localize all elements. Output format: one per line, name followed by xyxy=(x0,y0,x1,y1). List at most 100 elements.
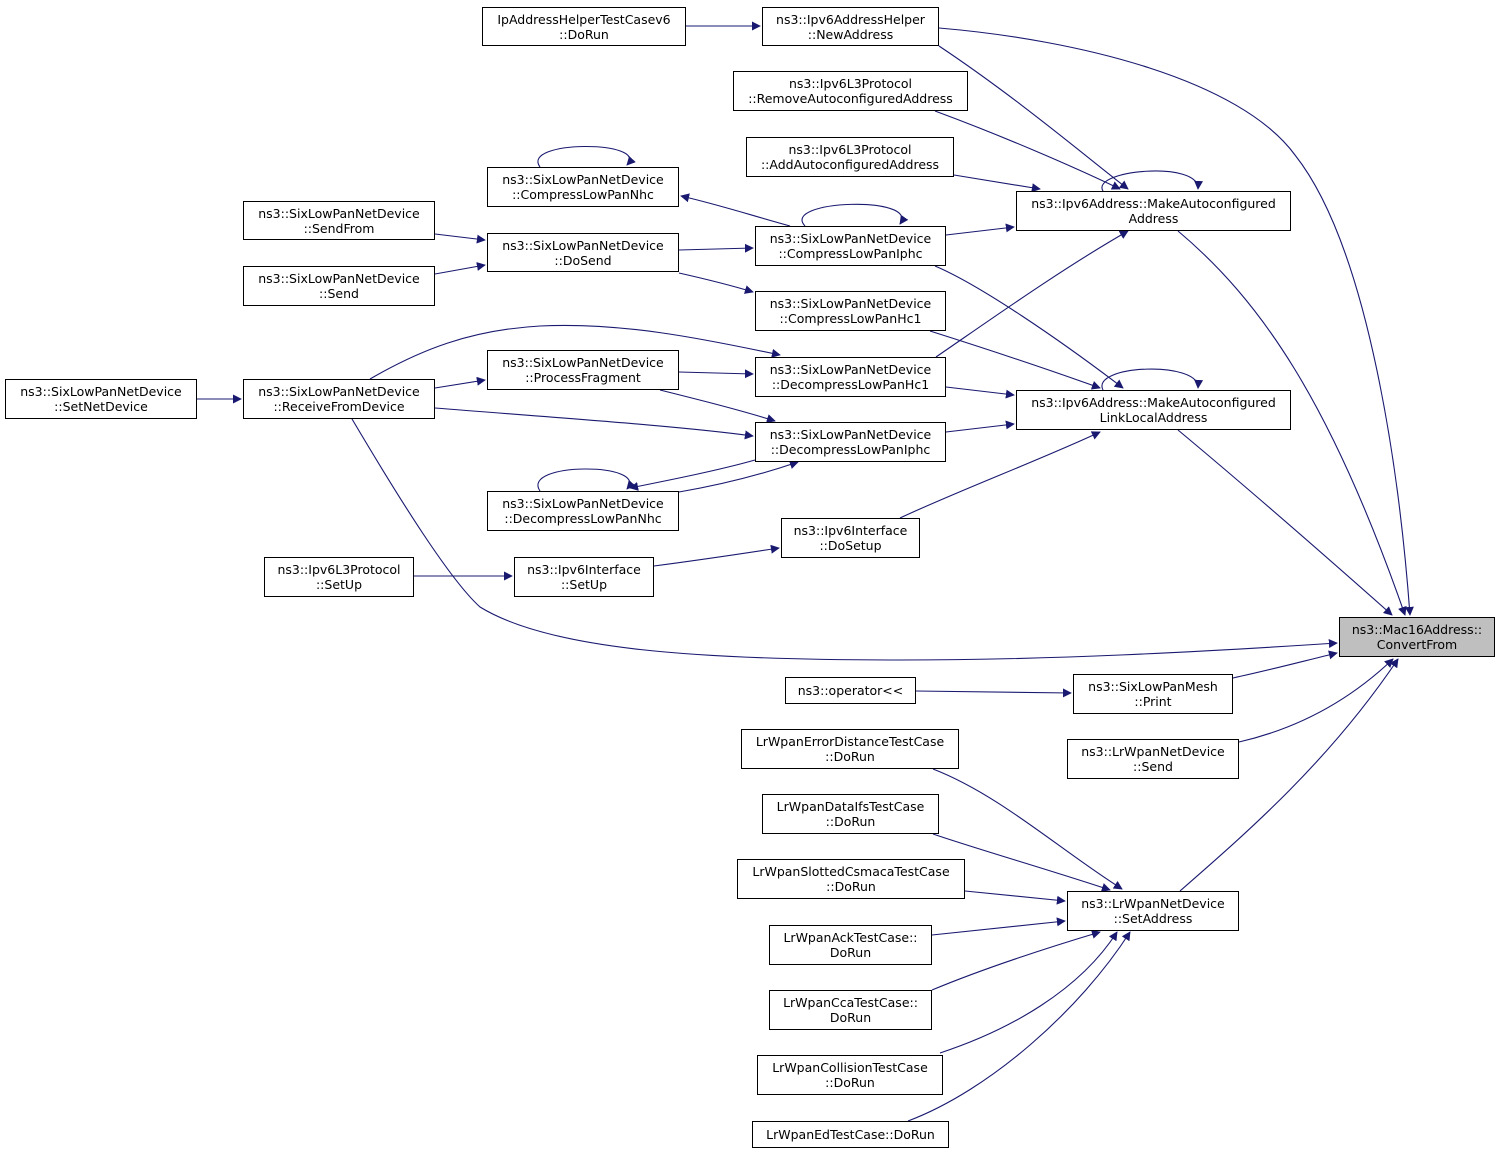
node-sixlowpan-decompresslowpannhc[interactable]: ns3::SixLowPanNetDevice::DecompressLowPa… xyxy=(487,491,679,531)
node-label-line: ::ProcessFragment xyxy=(525,370,641,385)
node-sixlowpan-compresslowpannhc[interactable]: ns3::SixLowPanNetDevice::CompressLowPanN… xyxy=(487,167,679,207)
node-lrwpanslottedcsmacatestcase-dorun[interactable]: LrWpanSlottedCsmacaTestCase::DoRun xyxy=(737,859,965,899)
node-label-line: ::DecompressLowPanNhc xyxy=(504,511,662,526)
edge-lrsend-to-conv xyxy=(1238,658,1394,743)
node-label-line: ::DecompressLowPanIphc xyxy=(770,442,931,457)
node-mac16address-convertfrom: ns3::Mac16Address::ConvertFrom xyxy=(1339,617,1495,657)
edge-procf-to-diphc xyxy=(659,389,776,423)
edge-recv-to-procf xyxy=(434,376,486,389)
node-label-line: ns3::SixLowPanNetDevice xyxy=(769,427,932,442)
node-label-line: ns3::SixLowPanNetDevice xyxy=(502,496,664,511)
node-label-line: ::CompressLowPanHc1 xyxy=(779,311,922,326)
node-label-line: ::CompressLowPanIphc xyxy=(778,246,923,261)
node-ipv6l3protocol-addautoconfiguredaddress[interactable]: ns3::Ipv6L3Protocol::AddAutoconfiguredAd… xyxy=(746,137,954,177)
node-label-line: LinkLocalAddress xyxy=(1099,410,1208,425)
edge-newaddr-to-mkauto xyxy=(938,45,1129,190)
edge-sendfrom-to-dosend xyxy=(434,233,486,244)
node-label-line: ns3::SixLowPanNetDevice xyxy=(20,384,182,399)
node-lrwpannetdevice-setaddress[interactable]: ns3::LrWpanNetDevice::SetAddress xyxy=(1067,891,1239,931)
edge-cliphc-to-cnhc xyxy=(680,193,791,227)
node-label-line: ::SetAddress xyxy=(1113,911,1193,926)
node-lrwpanccatestcase-dorun[interactable]: LrWpanCcaTestCase::DoRun xyxy=(769,990,932,1030)
node-label-line: ns3::Ipv6L3Protocol xyxy=(788,142,912,157)
node-sixlowpan-send[interactable]: ns3::SixLowPanNetDevice::Send xyxy=(243,266,435,306)
node-lrwpannetdevice-send[interactable]: ns3::LrWpanNetDevice::Send xyxy=(1067,739,1239,779)
node-lrwpandataifstestcase-dorun[interactable]: LrWpanDataIfsTestCase::DoRun xyxy=(762,794,939,834)
node-ipv6addresshelper-newaddress[interactable]: ns3::Ipv6AddressHelper::NewAddress xyxy=(762,7,939,46)
node-label-line: LrWpanEdTestCase::DoRun xyxy=(766,1127,935,1142)
edges xyxy=(197,21,1414,1122)
node-sixlowpan-decompresslowpanhc1[interactable]: ns3::SixLowPanNetDevice::DecompressLowPa… xyxy=(755,357,946,397)
node-lrwpanerrordistancetestcase-dorun[interactable]: LrWpanErrorDistanceTestCase::DoRun xyxy=(741,729,959,769)
node-sixlowpan-decompresslowpaniphc[interactable]: ns3::SixLowPanNetDevice::DecompressLowPa… xyxy=(755,422,946,462)
edge-recv-to-conv xyxy=(351,418,1338,661)
edge-chc1-to-mkll xyxy=(929,330,1101,390)
edge-remauto-to-mkauto xyxy=(934,110,1121,190)
edge-errd-to-setaddr xyxy=(932,768,1123,890)
node-label-line: ::ReceiveFromDevice xyxy=(273,399,405,414)
node-label-line: ::SetUp xyxy=(315,577,363,592)
edge-dnhc-to-dnhc xyxy=(537,468,636,492)
node-label-line: ns3::SixLowPanNetDevice xyxy=(258,271,420,286)
node-label-line: LrWpanSlottedCsmacaTestCase xyxy=(752,864,950,879)
node-label-line: ::DoRun xyxy=(825,749,875,764)
node-label-line: ns3::operator<< xyxy=(797,683,904,698)
edge-dnhc-to-diphc xyxy=(678,460,799,493)
edge-diphc-to-dnhc xyxy=(629,459,756,491)
node-label-line: ::Print xyxy=(1134,694,1172,709)
node-label-line: DoRun xyxy=(829,945,872,960)
node-ipv6interface-dosetup[interactable]: ns3::Ipv6Interface::DoSetup xyxy=(781,518,920,558)
edge-mkauto-to-mkauto xyxy=(1101,170,1204,192)
node-sixlowpan-receivefromdevice[interactable]: ns3::SixLowPanNetDevice::ReceiveFromDevi… xyxy=(243,379,435,419)
edge-dosend-to-chc1 xyxy=(678,272,754,294)
node-label-line: ns3::Ipv6Interface xyxy=(793,523,908,538)
edge-dhc1-to-mkll xyxy=(945,386,1015,399)
node-operator-stream[interactable]: ns3::operator<< xyxy=(785,677,916,704)
edge-send6-to-dosend xyxy=(434,262,486,275)
node-label-line: ::DecompressLowPanHc1 xyxy=(771,377,930,392)
node-sixlowpan-setnetdevice[interactable]: ns3::SixLowPanNetDevice::SetNetDevice xyxy=(5,379,197,419)
node-sixlowpan-compresslowpaniphc[interactable]: ns3::SixLowPanNetDevice::CompressLowPanI… xyxy=(755,226,946,266)
node-ipv6l3protocol-setup[interactable]: ns3::Ipv6L3Protocol::SetUp xyxy=(264,557,414,597)
node-label-line: Address xyxy=(1128,211,1179,226)
node-sixlowpan-compresslowpanhc1[interactable]: ns3::SixLowPanNetDevice::CompressLowPanH… xyxy=(755,291,946,331)
edge-mkll-to-conv xyxy=(1177,429,1393,616)
node-label-line: LrWpanAckTestCase:: xyxy=(783,930,918,945)
node-lrwpancollisiontestcase-dorun[interactable]: LrWpanCollisionTestCase::DoRun xyxy=(757,1055,943,1095)
node-label-line: ::SetUp xyxy=(560,577,608,592)
node-ipv6l3protocol-removeautoconfiguredaddress[interactable]: ns3::Ipv6L3Protocol::RemoveAutoconfigure… xyxy=(733,71,968,111)
node-sixlowpan-dosend[interactable]: ns3::SixLowPanNetDevice::DoSend xyxy=(487,233,679,272)
node-ipaddresshelpertestcasev6-dorun[interactable]: IpAddressHelperTestCasev6::DoRun xyxy=(482,7,686,46)
node-label-line: ns3::SixLowPanMesh xyxy=(1088,679,1218,694)
edge-newaddr-to-conv xyxy=(938,27,1414,616)
node-label-line: ns3::SixLowPanNetDevice xyxy=(502,355,664,370)
edge-setaddr-to-conv xyxy=(1179,658,1399,892)
node-label-line: ns3::Ipv6L3Protocol xyxy=(788,76,913,91)
node-label-line: ::RemoveAutoconfiguredAddress xyxy=(748,91,953,106)
node-lrwpanacktestcase-dorun[interactable]: LrWpanAckTestCase::DoRun xyxy=(769,925,932,965)
edge-dhc1-to-mkauto xyxy=(935,230,1129,358)
edge-recv-to-diphc xyxy=(434,407,754,440)
node-label-line: ns3::Ipv6Address::MakeAutoconfigured xyxy=(1031,395,1276,410)
edge-ifdos-to-mkll xyxy=(899,431,1101,519)
node-ipv6interface-setup[interactable]: ns3::Ipv6Interface::SetUp xyxy=(514,557,654,597)
node-sixlowpanmesh-print[interactable]: ns3::SixLowPanMesh::Print xyxy=(1073,674,1233,714)
node-label-line: ::NewAddress xyxy=(807,26,894,42)
node-sixlowpan-processfragment[interactable]: ns3::SixLowPanNetDevice::ProcessFragment xyxy=(487,350,679,390)
edge-cliphc-to-mkll xyxy=(934,265,1124,389)
node-label-line: ns3::SixLowPanNetDevice xyxy=(258,384,420,399)
edge-mkauto-to-conv xyxy=(1177,230,1407,616)
edge-procf-to-dhc1 xyxy=(678,369,754,379)
edge-coll-to-setaddr xyxy=(939,931,1118,1054)
node-label-line: ns3::Ipv6L3Protocol xyxy=(277,562,401,577)
node-label-line: ns3::SixLowPanNetDevice xyxy=(258,205,420,221)
node-label-line: ns3::LrWpanNetDevice xyxy=(1081,744,1225,759)
node-lrwpanedtestcase-dorun[interactable]: LrWpanEdTestCase::DoRun xyxy=(752,1121,949,1148)
node-label-line: ::SendFrom xyxy=(303,220,375,236)
node-label-line: LrWpanDataIfsTestCase xyxy=(776,799,925,814)
node-sixlowpan-sendfrom[interactable]: ns3::SixLowPanNetDevice::SendFrom xyxy=(243,201,435,240)
edge-cnhc-to-cnhc xyxy=(537,145,636,168)
